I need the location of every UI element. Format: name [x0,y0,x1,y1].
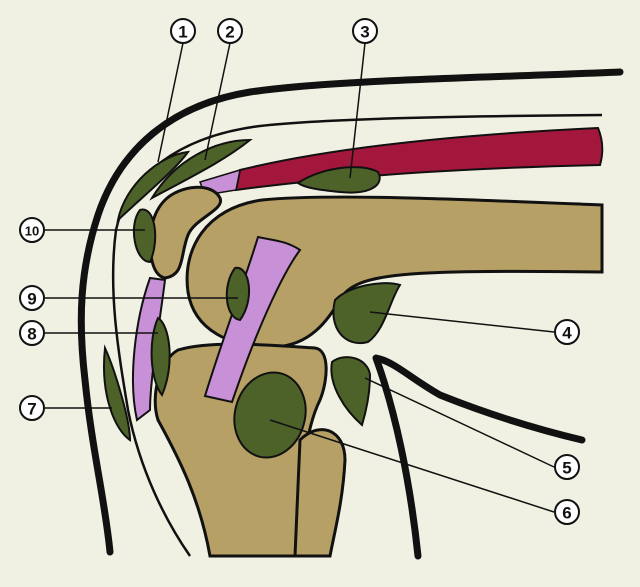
label-9: 9 [19,285,45,311]
bursa-1 [116,150,191,223]
label-7: 7 [19,395,45,421]
femur [185,195,604,349]
label-3: 3 [352,18,378,44]
label-2-text: 2 [225,23,234,42]
label-9-text: 9 [27,290,36,309]
label-5: 5 [554,454,580,480]
fat-pad-8 [150,316,171,397]
label-8-text: 8 [27,325,36,344]
label-2: 2 [217,18,243,44]
label-1: 1 [170,18,196,44]
skin-outline-front [77,68,624,556]
label-8: 8 [19,320,45,346]
skin-outline-back [372,354,586,560]
fat-pad-4 [332,282,402,345]
fat-pad-9 [225,266,251,322]
fat-pad-10 [132,208,157,264]
patellar-ligament [132,276,167,422]
label-5-text: 5 [562,459,571,478]
bursa-3 [296,166,381,194]
fat-pad-6 [233,371,307,459]
fibula [293,428,347,558]
label-6-text: 6 [562,504,571,523]
label-10-text: 10 [25,224,39,239]
label-6: 6 [554,499,580,525]
label-10: 10 [19,217,45,243]
label-7-text: 7 [27,400,36,419]
fat-pad-5 [330,356,372,427]
label-1-text: 1 [178,23,187,42]
bursa-7 [103,344,132,442]
label-4-text: 4 [562,324,572,343]
bursa-2 [149,138,253,201]
leader-lines [45,42,555,513]
label-3-text: 3 [360,23,369,42]
label-4: 4 [554,319,580,345]
